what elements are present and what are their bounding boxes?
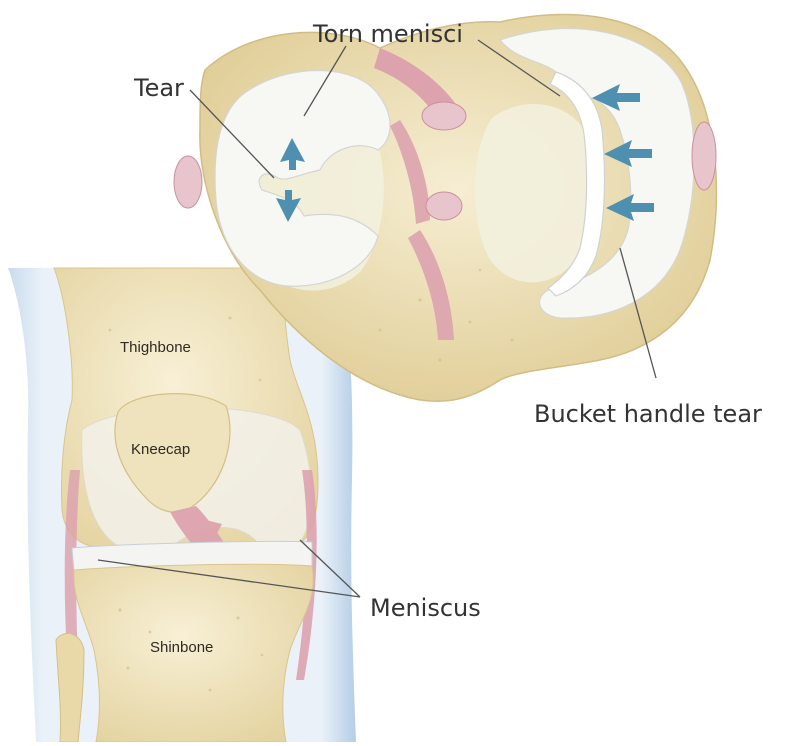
ligament-stump-top [422, 102, 466, 130]
thighbone-label: Thighbone [120, 339, 191, 356]
ligament-stump-left [174, 156, 202, 208]
ligament-stump-center [426, 192, 462, 220]
lateral-articular-surface [475, 104, 594, 282]
knee-front-view: Thighbone Kneecap Shinbone [8, 268, 356, 742]
meniscus-label: Meniscus [370, 596, 481, 620]
torn-menisci-label: Torn menisci [313, 22, 463, 46]
fibula [56, 633, 84, 742]
shinbone-label: Shinbone [150, 639, 213, 656]
ligament-stump-right [692, 122, 716, 190]
tear-label: Tear [134, 76, 184, 100]
kneecap-label: Kneecap [131, 441, 190, 458]
bucket-handle-tear-label: Bucket handle tear [534, 402, 762, 426]
